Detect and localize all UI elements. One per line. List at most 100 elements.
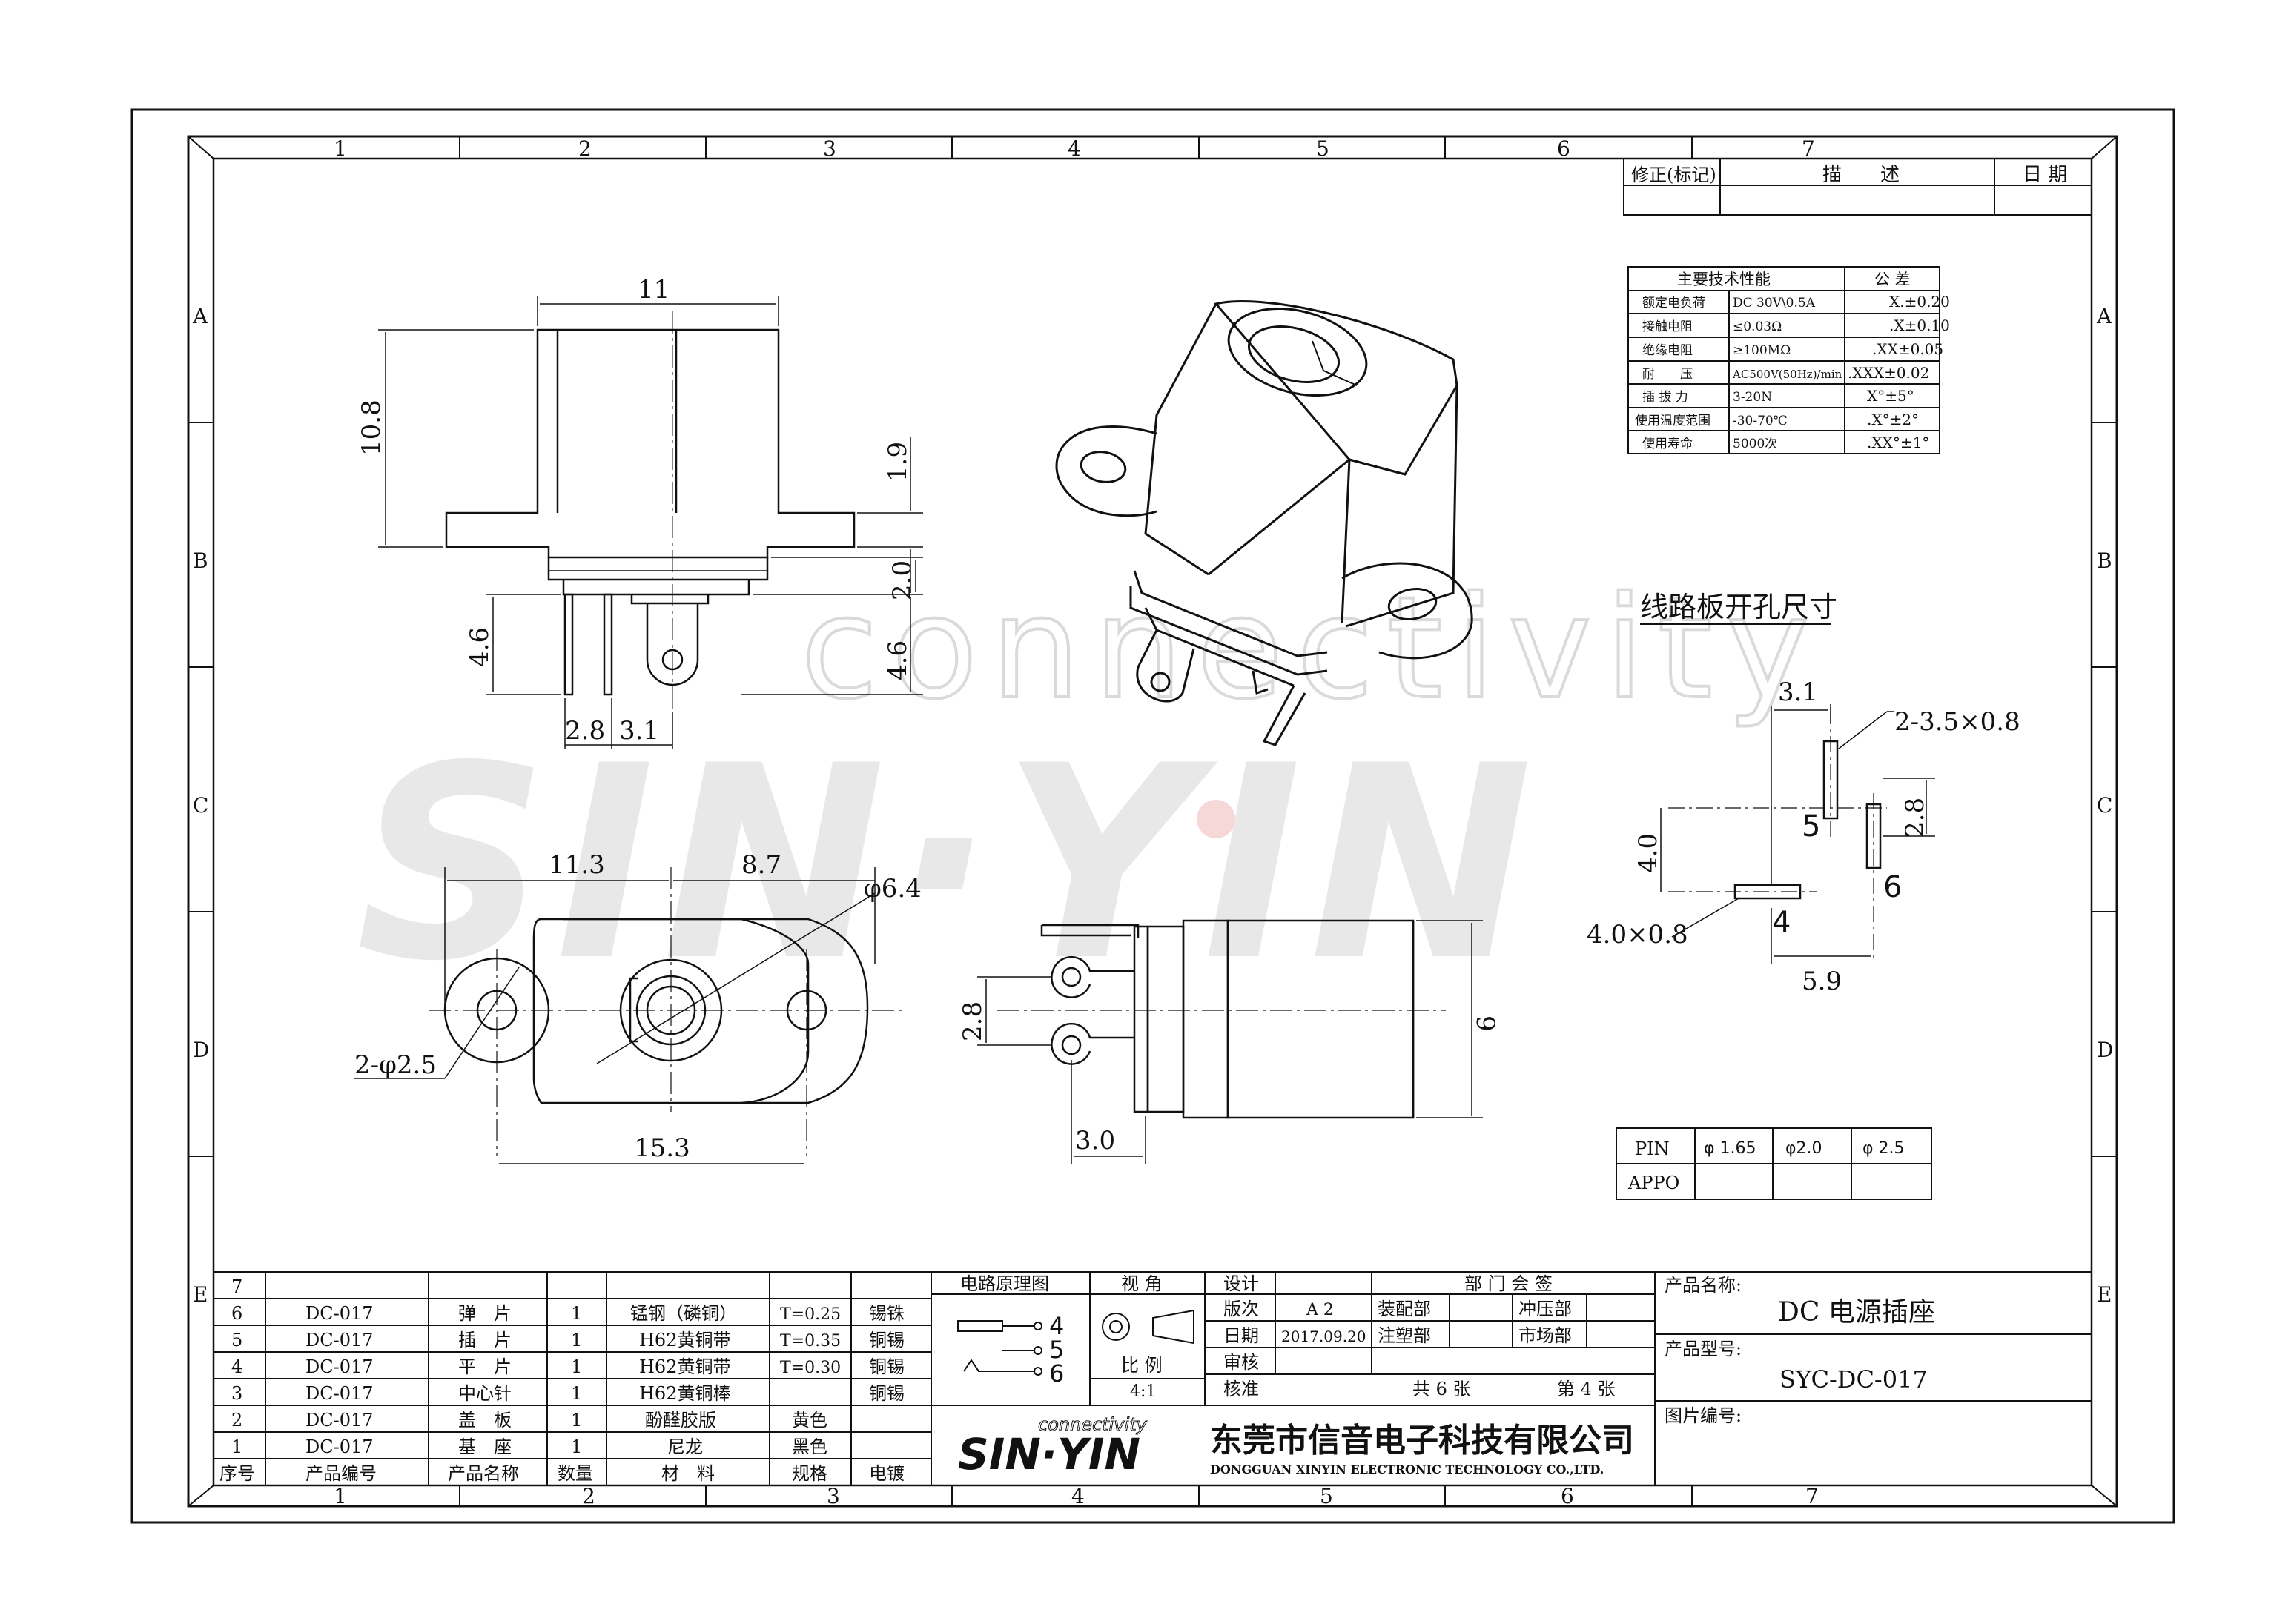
logo-text: SIN·YIN [958,1429,1140,1479]
dim-bottom-holes: 2-φ2.5 [354,1050,437,1080]
pcb-dim-5-9: 5.9 [1802,967,1842,996]
date-label: 日期 [1223,1325,1259,1346]
review-label: 审核 [1223,1352,1259,1373]
spec-row-name: 插 拔 力 [1642,390,1688,405]
product-name-label: 产品名称: [1665,1275,1742,1296]
pin-table: PIN φ 1.65 φ2.0 φ 2.5 APPO [1616,1127,1932,1200]
bom-qty: 1 [571,1410,582,1431]
company-name-en: DONGGUAN XINYIN ELECTRONIC TECHNOLOGY CO… [1210,1462,1604,1476]
view-angle-label: 视 角 [1121,1273,1163,1294]
schematic-symbol [957,1320,1042,1376]
bom-header-spec: 规格 [792,1463,827,1484]
spec-row-value: 5000次 [1733,437,1777,451]
pcb-pin-4: 4 [1772,906,1791,940]
spec-row-tol: .XX°±1° [1867,434,1929,451]
zone-col-4-bottom: 4 [1071,1484,1085,1508]
zone-row-a-right: A [2096,304,2112,328]
dim-front-width-11: 11 [638,275,670,305]
title-block: 电路原理图 4 5 6 视 角 比 例 4:1 设计 版次 A 2 [931,1271,2092,1486]
dim-front-pin-4-6-left: 4.6 [465,627,495,667]
pcb-layout: 线路板开孔尺寸 3.1 2-3.5×0.8 [1587,591,2020,996]
dim-side-2-8: 2.8 [958,1001,988,1041]
pin-table-dia-2-0: φ2.0 [1785,1139,1822,1158]
spec-row-name: 耐 压 [1642,367,1693,382]
bom-part-name: 盖 板 [458,1410,512,1431]
bom-spec: 黄色 [792,1410,827,1431]
bom-qty: 1 [571,1303,582,1324]
watermark: connectivity SIN·YIN [356,565,1811,1019]
spec-row-value: 3-20N [1733,390,1772,405]
watermark-dot [1197,800,1235,838]
side-view: 2.8 9 3.0 [958,919,1500,1164]
dim-side-3-0: 3.0 [1075,1126,1115,1156]
bom-header-part-name: 产品名称 [448,1463,519,1484]
dim-front-pin-4-6-right: 4.6 [883,640,913,680]
bom-part-no: DC-017 [305,1436,374,1457]
spec-row-tol: X.±0.20 [1889,293,1950,311]
zone-row-c-right: C [2097,793,2112,818]
product-model-label: 产品型号: [1665,1339,1742,1359]
pin-table-dia-1-65: φ 1.65 [1704,1139,1756,1158]
spec-header-tolerance: 公 差 [1874,271,1911,288]
revision-col-date: 日 期 [2023,164,2067,186]
bom-part-no: DC-017 [305,1303,374,1324]
schematic-pin-5: 5 [1049,1336,1064,1364]
zone-row-e: E [193,1282,208,1307]
scale-label: 比 例 [1121,1355,1163,1376]
bom-table: 7 6 DC-017 弹 片 1 锰钢（磷铜） T=0.25 锡铢 5 DC-0… [213,1271,932,1486]
bom-plating: 铜锡 [869,1383,905,1404]
spec-row-value: DC 30V\0.5A [1733,296,1816,311]
company-logo: SIN·YIN connectivity [958,1414,1148,1480]
dim-front-base-2-0: 2.0 [887,560,917,600]
bom-qty: 1 [571,1383,582,1404]
spec-row-name: 接触电阻 [1642,319,1693,334]
bom-part-name: 基 座 [458,1436,512,1457]
scale-value: 4:1 [1130,1382,1156,1401]
bom-spec: 黑色 [792,1436,827,1457]
bom-index: 2 [231,1410,242,1431]
bom-index: 6 [231,1303,242,1324]
bom-header-index: 序号 [219,1463,255,1484]
zone-col-3-bottom: 3 [827,1484,840,1508]
bom-qty: 1 [571,1356,582,1377]
spec-row-value: -30-70℃ [1733,414,1788,428]
bom-part-name: 平 片 [458,1356,512,1377]
dim-front-pitch-3-1: 3.1 [619,716,659,746]
zone-col-4: 4 [1068,136,1081,161]
revision-col-description: 描 述 [1822,164,1900,186]
bom-part-no: DC-017 [305,1410,374,1431]
company-name-cn: 东莞市信音电子科技有限公司 [1210,1422,1634,1459]
pin-table-appo-label: APPO [1627,1173,1679,1193]
dim-bottom-15-3: 15.3 [634,1133,690,1163]
zone-col-1-bottom: 1 [334,1484,347,1508]
pcb-pin-5: 5 [1802,809,1820,844]
pcb-dim-4-0: 4.0 [1633,833,1663,873]
dim-bottom-dia-6-4: φ6.4 [864,874,922,904]
zone-row-b: B [193,548,208,573]
design-label: 设计 [1223,1273,1259,1294]
drawing-no-label: 图片编号: [1665,1405,1742,1426]
zone-labels: 1 2 3 4 5 6 7 1 2 3 4 5 6 7 A B C D E A … [192,136,2113,1508]
zone-col-6-bottom: 6 [1561,1484,1574,1508]
dept-market: 市场部 [1518,1325,1572,1346]
spec-row-tol: .XXX±0.02 [1848,364,1929,382]
bom-part-name: 插 片 [458,1330,512,1350]
dim-front-height-10-8: 10.8 [357,400,386,456]
pin-table-pin-label: PIN [1635,1139,1670,1159]
pin-table-dia-2-5: φ 2.5 [1862,1139,1905,1158]
zone-row-c: C [193,793,208,818]
spec-row-name: 绝缘电阻 [1642,343,1693,358]
zone-row-d-right: D [2097,1038,2113,1062]
sheets-total: 共 6 张 [1412,1379,1471,1399]
spec-header-spec: 主要技术性能 [1677,271,1771,288]
dept-molding: 注塑部 [1378,1325,1431,1346]
approve-label: 核准 [1223,1379,1259,1399]
zone-col-1: 1 [334,136,347,161]
dept-assembly: 装配部 [1378,1299,1431,1319]
dim-front-flange-1-9: 1.9 [883,442,913,482]
bom-part-no: DC-017 [305,1383,374,1404]
front-view: 11 10.8 1.9 2.0 4.6 4.6 2.8 3.1 [357,275,923,749]
bom-header-material: 材 料 [661,1463,715,1484]
spec-row-name: 额定电负荷 [1642,296,1705,311]
